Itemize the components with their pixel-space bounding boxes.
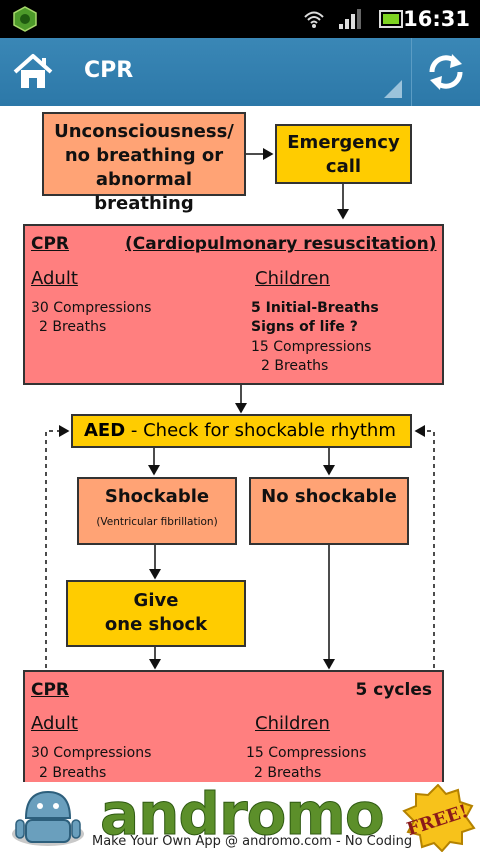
unconsciousness-line-2: no breathing or <box>64 145 224 166</box>
flow-connectors <box>45 148 435 670</box>
unconsciousness-box: Unconsciousness/ no breathing or abnorma… <box>42 112 246 214</box>
children-label: Children <box>255 268 330 289</box>
cpr2-adult-compressions: 30 Compressions <box>31 745 152 761</box>
cpr-flowchart: Unconsciousness/ no breathing or abnorma… <box>0 106 480 782</box>
aed-text: - Check for shockable rhythm <box>125 420 396 441</box>
no-shockable-box: No shockable <box>249 477 409 545</box>
emergency-line-1: Emergency <box>287 132 400 153</box>
action-bar: CPR <box>0 38 480 106</box>
shockable-label: Shockable <box>104 486 210 507</box>
adult-breaths: 2 Breaths <box>39 319 107 335</box>
cpr2-adult-breaths: 2 Breaths <box>39 765 107 781</box>
shockable-box: Shockable (Ventricular fibrillation) <box>77 477 237 545</box>
cpr2-children-label: Children <box>255 713 330 734</box>
cpr-initial-box: CPR (Cardiopulmonary resuscitation) Adul… <box>23 224 444 385</box>
children-initial-breaths: 5 Initial-Breaths <box>251 300 379 316</box>
adult-compressions: 30 Compressions <box>31 300 152 316</box>
cpr2-children-breaths: 2 Breaths <box>254 765 322 781</box>
home-icon[interactable] <box>12 52 54 92</box>
cpr-subtitle: (Cardiopulmonary resuscitation) <box>125 234 437 254</box>
android-mascot-icon <box>12 790 84 846</box>
children-signs-of-life: Signs of life ? <box>251 319 358 335</box>
ad-banner[interactable]: andromo Make Your Own App @ andromo.com … <box>0 780 480 854</box>
give-shock-line-2: one shock <box>104 614 208 635</box>
signal-icon <box>339 9 361 29</box>
cpr2-children-compressions: 15 Compressions <box>246 745 367 761</box>
cpr2-cycles: 5 cycles <box>355 680 432 700</box>
cpr-cycles-box: CPR 5 cycles Adult Children 30 Compressi… <box>23 670 444 782</box>
children-breaths: 2 Breaths <box>261 358 329 374</box>
adult-label: Adult <box>31 268 78 289</box>
children-compressions: 15 Compressions <box>251 339 372 355</box>
aed-label: AED <box>84 420 126 441</box>
page-title: CPR <box>84 58 134 83</box>
clock: 16:31 <box>403 7 470 31</box>
battery-icon <box>379 10 403 28</box>
divider <box>411 38 412 106</box>
no-shockable-label: No shockable <box>261 486 397 507</box>
give-shock-line-1: Give <box>133 590 179 611</box>
ad-brand: andromo <box>100 780 386 849</box>
give-shock-box: Give one shock <box>66 580 246 647</box>
app-notification-icon <box>13 6 37 32</box>
ad-tagline: Make Your Own App @ andromo.com - No Cod… <box>92 834 413 849</box>
shockable-sub: (Ventricular fibrillation) <box>96 516 218 528</box>
unconsciousness-line-3: abnormal breathing <box>94 169 194 214</box>
aed-check-box: AED - Check for shockable rhythm <box>71 414 412 448</box>
wifi-icon <box>304 11 324 28</box>
overflow-corner-indicator <box>384 80 402 98</box>
cpr-title: CPR <box>31 234 70 254</box>
unconsciousness-line-1: Unconsciousness/ <box>54 121 234 142</box>
cpr2-title: CPR <box>31 680 70 700</box>
free-badge: FREE! <box>402 784 476 852</box>
emergency-call-box: Emergency call <box>275 124 412 184</box>
status-bar: 16:31 <box>0 0 480 38</box>
cpr2-adult-label: Adult <box>31 713 78 734</box>
emergency-line-2: call <box>325 156 362 177</box>
refresh-icon[interactable] <box>422 50 470 94</box>
